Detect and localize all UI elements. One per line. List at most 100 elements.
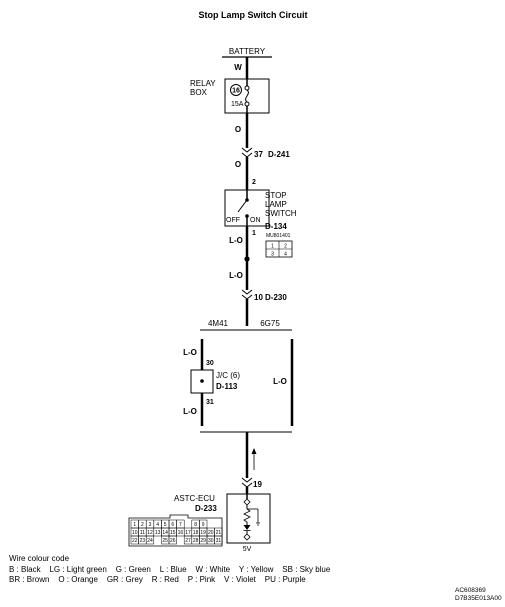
drawing-code-1: AC608369 <box>455 587 486 594</box>
wire-color-lo-2: L-O <box>229 271 243 280</box>
ecu-pin-cell <box>145 535 155 545</box>
switch-face-pin-3: 3 <box>271 252 274 258</box>
wire-color-w: W <box>234 63 242 72</box>
switch-face-pin-2: 2 <box>284 244 287 250</box>
ecu-pin-cell <box>168 535 177 545</box>
connector-c2-icon <box>241 289 253 300</box>
ecu-pin-number: 23 <box>140 538 146 544</box>
ecu-pin-number: 24 <box>147 538 153 544</box>
ecu-pin-number: 29 <box>200 538 206 544</box>
relay-box-label-2: BOX <box>190 88 208 97</box>
wire-color-lo-4: L-O <box>183 407 197 416</box>
switch-label-3: SWITCH <box>265 209 297 218</box>
jc-label: J/C (6) <box>216 371 240 380</box>
ecu-pin-number: 8 <box>194 522 197 528</box>
ecu-pin-number: 22 <box>132 538 138 544</box>
fuse-terminal-top <box>244 85 250 91</box>
ecu-pin-number: 16 <box>178 530 184 536</box>
ecu-pin-cell <box>214 535 223 545</box>
connector-c1-pin: 37 <box>254 150 263 159</box>
ecu-pin-number: 10 <box>132 530 138 536</box>
switch-state-on: ON <box>250 217 261 224</box>
variant-left-label: 4M41 <box>208 319 229 328</box>
ecu-connector-housing <box>128 514 223 547</box>
jc-pin-bottom: 31 <box>206 399 214 406</box>
fuse-icon <box>245 89 249 103</box>
fuse-number-circle <box>230 84 242 96</box>
ecu-pin-number: 18 <box>193 530 199 536</box>
ecu-pin-number: 3 <box>149 522 152 528</box>
legend-line-2: BR : Brown O : Orange GR : Grey R : Red … <box>9 575 306 584</box>
switch-part-number: MU801401 <box>266 233 291 239</box>
diagram-title: Stop Lamp Switch Circuit <box>198 10 307 20</box>
ecu-pin-number: 25 <box>162 538 168 544</box>
connector-c2-name: D-230 <box>265 293 287 302</box>
ecu-pin-number: 26 <box>170 538 176 544</box>
switch-label-1: STOP <box>265 191 287 200</box>
ecu-voltage: 5V <box>243 546 252 553</box>
wire-color-o-2: O <box>235 160 241 169</box>
variant-right-label: 6G75 <box>260 319 280 328</box>
ecu-pin-number: 21 <box>216 530 222 536</box>
diode-icon <box>243 525 251 530</box>
jc-pin-top: 30 <box>206 360 214 367</box>
legend-title: Wire colour code <box>9 554 70 563</box>
ecu-label: ASTC-ECU <box>174 494 215 503</box>
connector-c3-pin: 19 <box>253 480 262 489</box>
switch-label-2: LAMP <box>265 200 287 209</box>
wire-color-lo-3: L-O <box>183 348 197 357</box>
splice-point <box>244 256 250 262</box>
ecu-box <box>226 493 271 544</box>
ecu-pin-number: 14 <box>162 530 168 536</box>
ecu-pin-number: 30 <box>208 538 214 544</box>
switch-pin-top: 2 <box>252 179 256 186</box>
ecu-pin-number: 31 <box>216 538 222 544</box>
ecu-pin-number: 4 <box>156 522 159 528</box>
connector-c3-icon <box>241 477 253 488</box>
ecu-pin-number: 13 <box>155 530 161 536</box>
relay-box-label-1: RELAY <box>190 79 216 88</box>
ecu-pin-number: 28 <box>193 538 199 544</box>
wire-color-lo-1: L-O <box>229 236 243 245</box>
fuse-rating: 15A <box>231 101 244 108</box>
switch-connector: D-134 <box>265 222 287 231</box>
ecu-pin-number: 6 <box>171 522 174 528</box>
wire-color-lo-5: L-O <box>273 377 287 386</box>
ecu-pin-number: 5 <box>164 522 167 528</box>
fuse-number: 16 <box>232 88 240 95</box>
switch-face-pin-4: 4 <box>284 252 287 258</box>
switch-contact-icon <box>237 199 248 213</box>
switch-state-off: OFF <box>226 217 240 224</box>
fuse-terminal-bottom <box>244 101 250 107</box>
ecu-supply-icon <box>243 533 251 541</box>
resistor-icon <box>243 508 251 523</box>
connector-c2-pin: 10 <box>254 293 263 302</box>
drawing-code-2: D7B35E013A00 <box>455 595 502 602</box>
ecu-pin-number: 9 <box>202 522 205 528</box>
ecu-pin-number: 20 <box>208 530 214 536</box>
switch-face-pin-1: 1 <box>271 244 274 250</box>
connector-c1-icon <box>241 147 253 158</box>
jc-connector: D-113 <box>216 382 238 391</box>
ecu-pin-number: 7 <box>179 522 182 528</box>
ecu-pin-number: 15 <box>170 530 176 536</box>
ecu-pin-number: 19 <box>200 530 206 536</box>
battery-label: BATTERY <box>229 47 266 56</box>
connector-c1-name: D-241 <box>268 150 290 159</box>
ecu-terminal-icon <box>243 498 251 506</box>
ecu-pin-number: 27 <box>185 538 191 544</box>
switch-pin-bottom: 1 <box>252 230 256 237</box>
wire-color-o-1: O <box>235 125 241 134</box>
ecu-pin-number: 12 <box>147 530 153 536</box>
ecu-pin-number: 11 <box>140 530 145 536</box>
ecu-connector: D-233 <box>195 504 217 513</box>
legend-line-1: B : Black LG : Light green G : Green L :… <box>9 564 331 574</box>
ecu-pin-number: 2 <box>141 522 144 528</box>
arrow-up-icon <box>251 448 257 454</box>
ground-icon <box>256 522 260 526</box>
ecu-pin-number: 1 <box>133 522 136 528</box>
